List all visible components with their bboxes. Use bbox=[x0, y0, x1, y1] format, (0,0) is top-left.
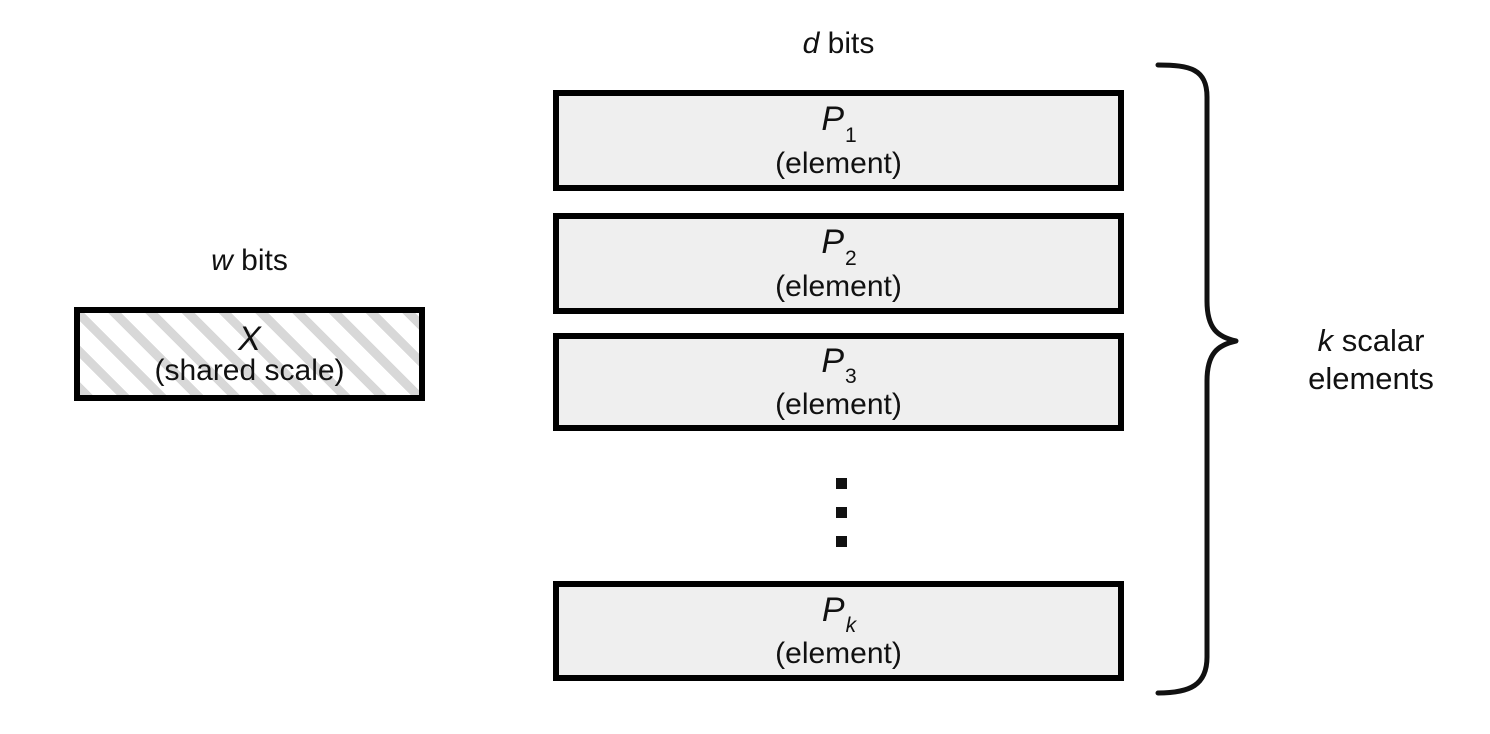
element-block-k-subtitle: (element) bbox=[775, 637, 902, 671]
element-block-2-subtitle: (element) bbox=[775, 269, 902, 303]
grouping-brace bbox=[1150, 55, 1270, 703]
scale-width-unit: bits bbox=[241, 244, 288, 277]
element-block-1-subscript: 1 bbox=[845, 123, 857, 147]
element-block-k[interactable]: Pk (element) bbox=[553, 581, 1124, 681]
element-width-label: d bits bbox=[553, 27, 1124, 61]
element-block-1-symbol: P bbox=[821, 100, 844, 139]
shared-scale-block[interactable]: X (shared scale) bbox=[74, 307, 425, 401]
element-block-1-subtitle: (element) bbox=[775, 146, 902, 180]
element-block-k-title: Pk bbox=[821, 590, 857, 641]
brace-label-line-1: k scalar bbox=[1262, 322, 1480, 360]
brace-label: k scalar elements bbox=[1262, 322, 1480, 398]
element-block-2-symbol: P bbox=[821, 223, 844, 262]
ellipsis-dot bbox=[836, 478, 847, 489]
shared-scale-title: X bbox=[238, 321, 261, 357]
element-block-2-title: P2 bbox=[821, 223, 857, 273]
element-block-k-subscript: k bbox=[845, 614, 857, 638]
ellipsis-dot bbox=[836, 536, 847, 547]
element-block-3-title: P3 bbox=[821, 341, 857, 392]
scale-width-symbol: w bbox=[211, 244, 233, 277]
element-block-1[interactable]: P1 (element) bbox=[553, 90, 1124, 191]
element-block-3-subtitle: (element) bbox=[775, 388, 902, 422]
brace-label-symbol: k bbox=[1317, 323, 1334, 358]
element-block-2[interactable]: P2 (element) bbox=[553, 213, 1124, 314]
brace-icon bbox=[1155, 62, 1239, 696]
element-block-3[interactable]: P3 (element) bbox=[553, 333, 1124, 431]
element-block-1-title: P1 bbox=[821, 100, 857, 150]
element-block-3-symbol: P bbox=[821, 341, 844, 380]
element-block-3-subscript: 3 bbox=[845, 365, 857, 389]
scale-width-label: w bits bbox=[74, 244, 425, 278]
brace-label-line-1-rest: scalar bbox=[1341, 323, 1425, 358]
element-block-k-symbol: P bbox=[821, 590, 845, 629]
vertical-ellipsis-icon bbox=[836, 478, 847, 547]
shared-scale-symbol: X bbox=[238, 320, 261, 358]
element-width-unit: bits bbox=[827, 27, 875, 60]
element-width-symbol: d bbox=[802, 27, 820, 60]
ellipsis-dot bbox=[836, 507, 847, 518]
element-block-2-subscript: 2 bbox=[845, 246, 857, 270]
brace-label-line-2: elements bbox=[1308, 361, 1434, 396]
shared-scale-subtitle: (shared scale) bbox=[154, 354, 345, 387]
